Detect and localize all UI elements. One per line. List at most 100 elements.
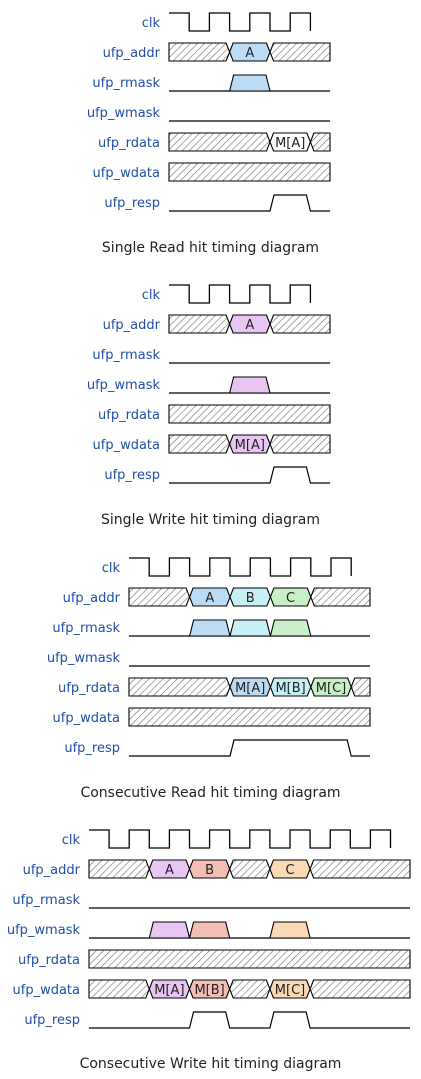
bus-undefined-segment [309,859,411,879]
mask-pulse [228,376,271,394]
signal-label: ufp_wdata [93,438,160,453]
diagram-caption: Single Write hit timing diagram [101,512,320,528]
bus-undefined-segment [309,132,331,152]
signal-row-clk: clk [142,12,312,32]
signal-row-ufp-resp: ufp_resp [24,1011,410,1029]
bus-value-label: M[B] [194,983,224,998]
signal-label: ufp_rmask [92,76,160,91]
bus-undefined-segment [350,677,371,697]
bus-value-label: C [285,863,294,878]
signal-label: ufp_rmask [92,348,160,363]
signal-label: ufp_wmask [47,651,121,666]
bus-undefined-segment [168,314,231,334]
bus-value-label: A [245,318,254,333]
bus-undefined-segment [310,587,371,607]
signal-label: clk [142,288,161,303]
bus-value-label: A [165,863,174,878]
signal-row-ufp-wdata: ufp_wdata [53,707,371,727]
signal-row-ufp-rmask: ufp_rmask [92,74,330,92]
signal-row-ufp-wdata: ufp_wdata M[A] M[B] M[C] [13,979,411,999]
bus-undefined-segment [128,707,371,727]
signal-row-ufp-addr: ufp_addr A B C [23,859,411,879]
signal-row-ufp-resp: ufp_resp [104,466,330,484]
signal-label: ufp_rmask [52,621,120,636]
signal-label: ufp_addr [103,318,161,333]
signal-row-ufp-wmask: ufp_wmask [87,376,330,394]
mask-pulse [269,921,311,939]
bus-undefined-segment [269,42,331,62]
signal-label: clk [102,561,121,576]
signal-label: ufp_rdata [98,136,160,151]
diagram-caption: Single Read hit timing diagram [102,240,319,256]
signal-row-ufp-wmask: ufp_wmask [87,106,330,122]
bus-undefined-segment [168,404,331,424]
bus-undefined-segment [88,859,150,879]
signal-row-ufp-rdata: ufp_rdata [98,404,331,424]
signal-label: clk [142,16,161,31]
bus-value-label: B [205,863,214,878]
mask-pulse [229,619,272,637]
bus-value-label: M[C] [275,983,305,998]
bus-undefined-segment [229,979,271,999]
signal-label: ufp_resp [24,1013,80,1028]
signal-label: ufp_rmask [12,893,80,908]
mask-pulse [188,921,231,939]
mask-pulse [188,619,231,637]
bus-undefined-segment [168,42,231,62]
signal-row-ufp-resp: ufp_resp [64,739,370,757]
bus-undefined-segment [168,434,231,454]
bus-undefined-segment [269,434,331,454]
clock-waveform [169,284,312,304]
signal-row-ufp-rdata: ufp_rdata [18,949,411,969]
signal-label: ufp_rdata [98,408,160,423]
signal-row-ufp-rmask: ufp_rmask [52,619,370,637]
pulse-waveform [169,194,330,212]
pulse-waveform [169,466,330,484]
clock-waveform [89,829,392,849]
bus-undefined-segment [269,314,331,334]
signal-row-ufp-addr: ufp_addr A [103,314,331,334]
bus-undefined-segment [309,979,411,999]
bus-value-label: B [246,591,255,606]
signal-label: ufp_wdata [13,983,80,998]
signal-label: ufp_rdata [58,681,120,696]
mask-pulse [228,74,271,92]
bus-undefined-segment [168,162,331,182]
signal-label: ufp_addr [63,591,121,606]
bus-undefined-segment [128,587,191,607]
signal-label: ufp_addr [23,863,81,878]
clock-waveform [129,557,352,577]
signal-row-ufp-resp: ufp_resp [104,194,330,212]
signal-label: ufp_wdata [53,711,120,726]
signal-row-ufp-rmask: ufp_rmask [12,893,410,909]
signal-row-clk: clk [142,284,312,304]
diagram-caption: Consecutive Write hit timing diagram [80,1056,342,1072]
signal-label: ufp_resp [104,196,160,211]
signal-label: ufp_resp [64,741,120,756]
bus-value-label: A [205,591,214,606]
signal-label: ufp_resp [104,468,160,483]
bus-value-label: M[A] [235,681,265,696]
signal-row-ufp-wmask: ufp_wmask [7,921,410,939]
signal-label: ufp_addr [103,46,161,61]
clock-waveform [169,12,312,32]
signal-label: ufp_wdata [93,166,160,181]
signal-label: ufp_wmask [87,106,161,121]
signal-row-ufp-wdata: ufp_wdata [93,162,331,182]
bus-undefined-segment [168,132,271,152]
signal-label: ufp_wmask [87,378,161,393]
diagram-caption: Consecutive Read hit timing diagram [80,785,340,801]
bus-value-label: M[C] [316,681,346,696]
signal-row-clk: clk [62,829,392,849]
pulse-waveform [89,1011,410,1029]
bus-value-label: M[A] [154,983,184,998]
signal-label: ufp_rdata [18,953,80,968]
signal-row-ufp-wmask: ufp_wmask [47,651,370,667]
